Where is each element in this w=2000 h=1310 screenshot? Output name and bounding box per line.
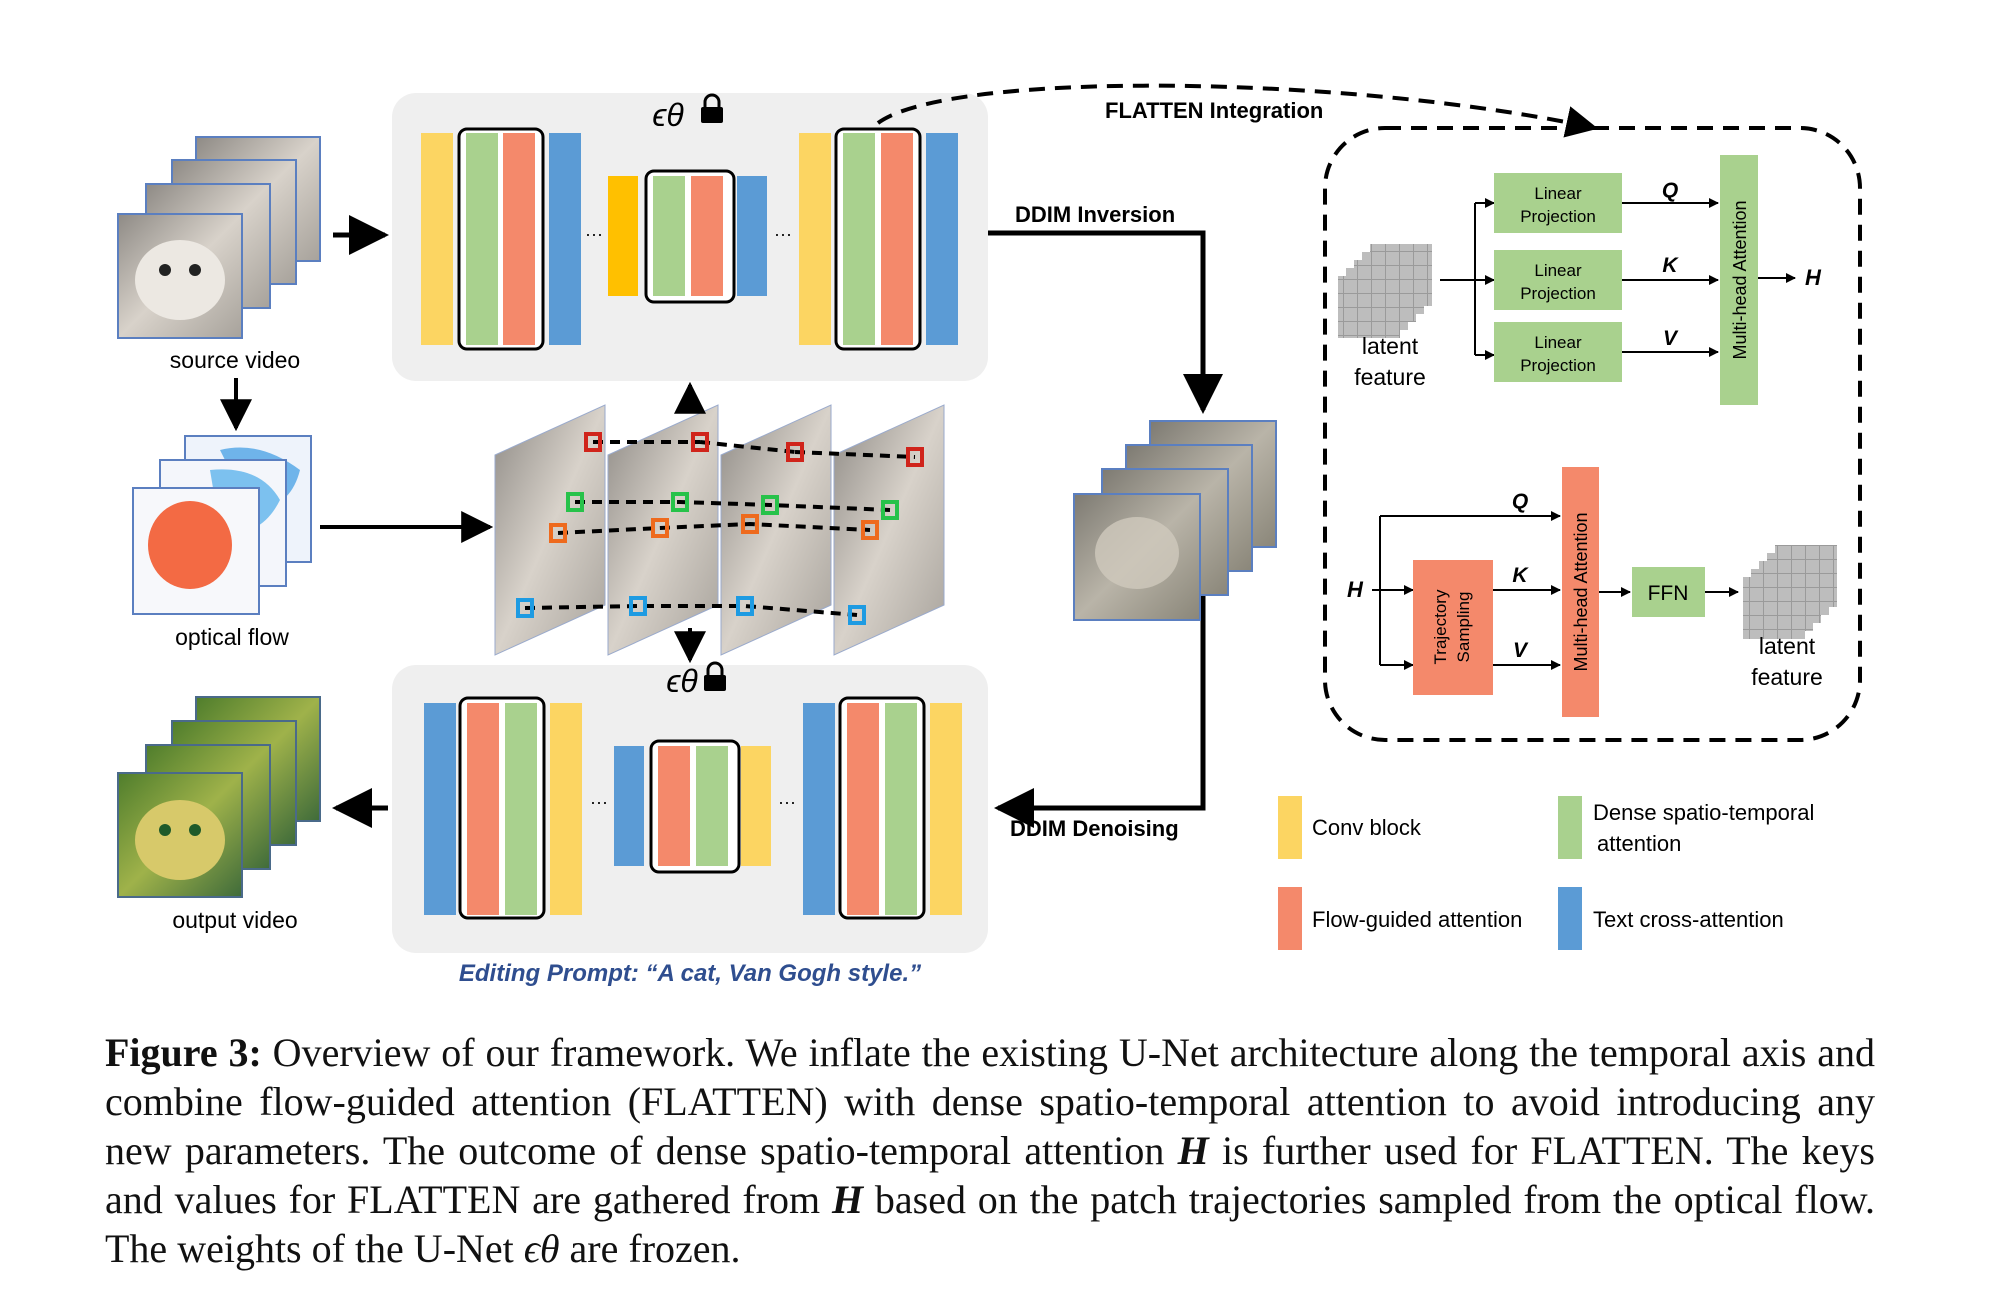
latent-feature-input-icon bbox=[1338, 244, 1432, 338]
flatten-integration-box bbox=[1323, 126, 1862, 742]
linear-projection-q: Linear Projection bbox=[1494, 173, 1622, 233]
ffn-block: FFN bbox=[1632, 567, 1705, 617]
ddim-denoising-path bbox=[994, 595, 1206, 828]
svg-text:Text cross-attention: Text cross-attention bbox=[1593, 907, 1784, 932]
ddim-inversion-label: DDIM Inversion bbox=[1015, 202, 1175, 227]
optical-flow-stack bbox=[132, 435, 312, 615]
top-lock-icon bbox=[701, 93, 723, 123]
svg-text:Linear: Linear bbox=[1534, 333, 1582, 352]
flow-mha-block: Multi-head Attention bbox=[1562, 467, 1599, 717]
trajectory-sampling-block: Trajectory Sampling bbox=[1413, 560, 1493, 695]
q-label-top: Q bbox=[1662, 179, 1678, 202]
dense-mha-block: Multi-head Attention bbox=[1720, 155, 1758, 405]
framework-diagram: source video optical flow output video bbox=[117, 83, 1862, 987]
svg-text:FFN: FFN bbox=[1648, 582, 1689, 605]
legend-flow-attention: Flow-guided attention bbox=[1278, 887, 1522, 950]
latent-feature-out-line1: latent bbox=[1759, 633, 1816, 659]
top-ellipsis-left: ··· bbox=[585, 224, 603, 244]
legend-text-cross-attention: Text cross-attention bbox=[1558, 887, 1784, 950]
k-label-bottom: K bbox=[1512, 564, 1529, 587]
svg-text:Projection: Projection bbox=[1520, 284, 1596, 303]
svg-text:Sampling: Sampling bbox=[1454, 592, 1473, 663]
optical-flow-label: optical flow bbox=[175, 624, 289, 650]
svg-text:attention: attention bbox=[1597, 831, 1681, 856]
ddim-inversion-path bbox=[988, 230, 1223, 414]
output-video-stack bbox=[117, 696, 321, 898]
h-output-label: H bbox=[1805, 265, 1822, 290]
latent-feature-in-line1: latent bbox=[1362, 333, 1419, 359]
output-video-label: output video bbox=[172, 907, 297, 933]
svg-text:Conv block: Conv block bbox=[1312, 815, 1422, 840]
svg-text:Linear: Linear bbox=[1534, 261, 1582, 280]
top-ellipsis-right: ··· bbox=[774, 224, 792, 244]
k-label-top: K bbox=[1662, 254, 1679, 277]
bottom-lock-icon bbox=[704, 661, 726, 691]
noisy-latent-stack bbox=[1073, 420, 1277, 621]
svg-text:Projection: Projection bbox=[1520, 207, 1596, 226]
figure-label: Figure 3: bbox=[105, 1030, 262, 1075]
source-video-label: source video bbox=[170, 347, 300, 373]
editing-prompt: Editing Prompt: “A cat, Van Gogh style.” bbox=[459, 960, 921, 987]
h-input-label: H bbox=[1347, 577, 1364, 602]
linear-projection-k: Linear Projection bbox=[1494, 250, 1622, 310]
svg-text:Flow-guided attention: Flow-guided attention bbox=[1312, 907, 1522, 932]
v-label-bottom: V bbox=[1513, 639, 1529, 662]
ddim-denoising-label: DDIM Denoising bbox=[1010, 816, 1179, 841]
latent-feature-output-icon bbox=[1743, 545, 1837, 639]
top-unet-symbol: ϵθ bbox=[652, 97, 684, 133]
svg-text:Multi-head Attention: Multi-head Attention bbox=[1730, 200, 1750, 359]
bottom-ellipsis-right: ··· bbox=[778, 792, 796, 812]
q-label-bottom: Q bbox=[1512, 490, 1528, 513]
svg-text:Projection: Projection bbox=[1520, 356, 1596, 375]
bottom-unet-panel bbox=[392, 665, 988, 953]
legend-dense-attention: Dense spatio-temporal attention bbox=[1558, 796, 1814, 859]
source-video-stack bbox=[117, 136, 321, 339]
legend-conv-block: Conv block bbox=[1278, 796, 1422, 859]
legend: Conv block Dense spatio-temporal attenti… bbox=[1278, 796, 1814, 950]
svg-text:Multi-head Attention: Multi-head Attention bbox=[1571, 512, 1591, 671]
figure-caption: Figure 3: Overview of our framework. We … bbox=[105, 1030, 1876, 1271]
linear-projection-v: Linear Projection bbox=[1494, 322, 1622, 382]
svg-text:Dense spatio-temporal: Dense spatio-temporal bbox=[1593, 800, 1814, 825]
flatten-integration-arrow bbox=[876, 83, 1599, 138]
bottom-unet-symbol: ϵθ bbox=[666, 663, 698, 699]
latent-feature-in-line2: feature bbox=[1354, 364, 1426, 390]
top-unet-panel bbox=[392, 93, 988, 381]
v-label-top: V bbox=[1663, 327, 1679, 350]
bottom-ellipsis-left: ··· bbox=[590, 792, 608, 812]
flatten-integration-label: FLATTEN Integration bbox=[1105, 98, 1323, 123]
latent-feature-out-line2: feature bbox=[1751, 664, 1823, 690]
svg-text:Linear: Linear bbox=[1534, 184, 1582, 203]
svg-text:Trajectory: Trajectory bbox=[1431, 589, 1450, 664]
attention-frames bbox=[494, 404, 945, 656]
